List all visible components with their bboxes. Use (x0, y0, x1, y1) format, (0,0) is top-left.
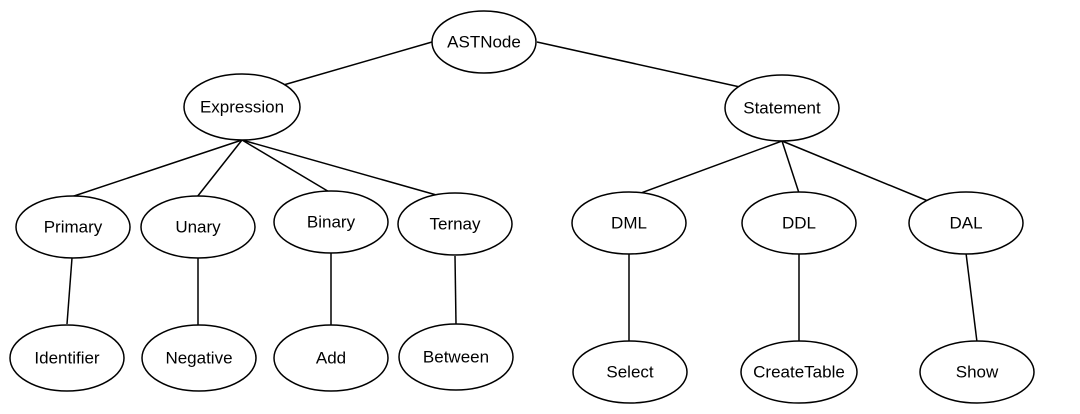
node-ternay-shape (397, 192, 513, 256)
node-primary: Primary (15, 195, 131, 259)
node-select-label: Select (606, 363, 654, 382)
node-dal-shape (908, 191, 1024, 255)
node-ddl-label: DDL (782, 214, 816, 233)
node-show-shape (919, 340, 1035, 404)
node-statement-label: Statement (743, 99, 821, 118)
edge-primary-identifier (66, 257, 73, 325)
node-createtable: CreateTable (740, 340, 858, 404)
edge-expression-binary (241, 139, 332, 194)
node-negative: Negative (141, 324, 257, 392)
node-add-label: Add (316, 349, 346, 368)
edge-expression-unary (196, 139, 243, 198)
node-expression-label: Expression (200, 98, 284, 117)
edge-statement-dal (781, 140, 929, 202)
node-createtable-label: CreateTable (753, 363, 845, 382)
edge-dal-show (965, 252, 978, 343)
nodes: ASTNode Expression Statement Primary Una… (9, 10, 1035, 404)
node-select: Select (572, 340, 688, 404)
node-statement: Statement (724, 74, 840, 142)
node-between-shape (398, 323, 514, 391)
node-add: Add (273, 324, 389, 392)
edge-statement-ddl (781, 140, 800, 194)
node-expression-shape (183, 73, 301, 141)
node-unary-shape (140, 195, 256, 259)
node-select-shape (572, 340, 688, 404)
node-ternay-label: Ternay (429, 215, 481, 234)
node-primary-shape (15, 195, 131, 259)
node-negative-shape (141, 324, 257, 392)
edge-expression-primary (70, 139, 243, 198)
node-binary-shape (273, 190, 389, 254)
edge-expression-ternay (241, 139, 448, 199)
node-ddl: DDL (741, 191, 857, 255)
node-between-label: Between (423, 348, 489, 367)
node-unary: Unary (140, 195, 256, 259)
node-show-label: Show (956, 363, 999, 382)
node-astnode-label: ASTNode (447, 33, 521, 52)
node-primary-label: Primary (44, 218, 103, 237)
node-dml-label: DML (611, 214, 647, 233)
node-astnode-shape (431, 10, 537, 74)
node-identifier: Identifier (9, 324, 125, 392)
node-expression: Expression (183, 73, 301, 141)
node-identifier-label: Identifier (34, 349, 100, 368)
node-statement-shape (724, 74, 840, 142)
node-createtable-shape (740, 340, 858, 404)
node-binary: Binary (273, 190, 389, 254)
node-between: Between (398, 323, 514, 391)
node-dml: DML (571, 191, 687, 255)
node-dal: DAL (908, 191, 1024, 255)
node-identifier-shape (9, 324, 125, 392)
edge-astnode-expression (279, 41, 433, 87)
edges (66, 41, 978, 343)
edge-ternay-between (454, 255, 457, 325)
edge-statement-dml (629, 140, 783, 198)
node-astnode: ASTNode (431, 10, 537, 74)
node-negative-label: Negative (165, 349, 232, 368)
node-unary-label: Unary (175, 218, 221, 237)
node-dal-label: DAL (949, 214, 982, 233)
node-ddl-shape (741, 191, 857, 255)
edge-astnode-statement (536, 41, 741, 88)
node-show: Show (919, 340, 1035, 404)
node-binary-label: Binary (307, 213, 356, 232)
node-dml-shape (571, 191, 687, 255)
node-ternay: Ternay (397, 192, 513, 256)
node-add-shape (273, 324, 389, 392)
